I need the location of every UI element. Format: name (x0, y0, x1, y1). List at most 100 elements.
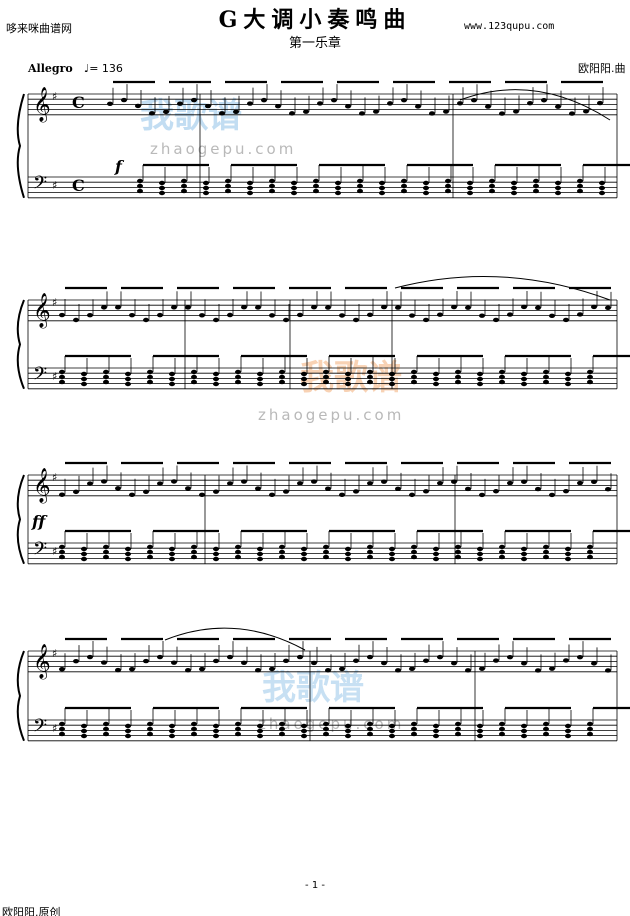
melody-note (409, 492, 415, 498)
chord-note (455, 554, 461, 560)
chord-note (345, 371, 351, 377)
chord-note (411, 731, 417, 737)
chord-note (103, 721, 109, 727)
chord-note (521, 556, 527, 562)
melody-note (521, 304, 527, 310)
treble-clef: 𝄞 (33, 293, 51, 329)
chord-note (477, 728, 483, 734)
chord-note (235, 731, 241, 737)
chord-note (323, 549, 329, 555)
chord-note (433, 723, 439, 729)
chord-note (555, 180, 561, 186)
chord-note (81, 551, 87, 557)
melody-note (331, 97, 337, 103)
chord-note (389, 546, 395, 552)
melody-note (115, 486, 121, 491)
chord-note (345, 556, 351, 562)
melody-note (121, 97, 127, 103)
melody-note (227, 481, 233, 486)
melody-note (283, 489, 289, 494)
chord-note (213, 381, 219, 387)
melody-note (297, 654, 303, 660)
chord-note (301, 546, 307, 552)
melody-note (591, 304, 597, 310)
melody-note (507, 654, 513, 660)
chord-note (499, 554, 505, 560)
melody-note (107, 101, 113, 106)
melody-note (73, 658, 79, 664)
melody-note (437, 312, 443, 317)
melody-note (549, 492, 555, 498)
chord-note (59, 721, 65, 727)
chord-note (203, 190, 209, 196)
chord-note (335, 185, 341, 191)
chord-note (279, 544, 285, 550)
melody-note (311, 304, 317, 310)
melody-note (569, 111, 575, 116)
chord-note (455, 379, 461, 385)
chord-note (59, 374, 65, 380)
melody-note (521, 479, 527, 484)
chord-note (247, 180, 253, 186)
melody-note (577, 480, 583, 486)
chord-note (159, 185, 165, 191)
chord-note (477, 376, 483, 382)
chord-note (401, 183, 407, 189)
melody-note (493, 489, 499, 494)
chord-note (225, 178, 231, 184)
chord-note (125, 371, 131, 377)
chord-note (103, 726, 109, 732)
chord-note (411, 379, 417, 385)
chord-note (543, 726, 549, 732)
chord-note (147, 549, 153, 555)
chord-note (357, 178, 363, 184)
chord-note (181, 188, 187, 194)
melody-note (129, 312, 135, 318)
melody-note (381, 479, 387, 484)
chord-note (213, 371, 219, 377)
key-signature-sharp: ♯ (52, 370, 57, 383)
chord-note (345, 551, 351, 557)
chord-note (433, 551, 439, 557)
melody-note (59, 667, 65, 672)
chord-note (389, 723, 395, 729)
melody-note (527, 100, 533, 106)
melody-note (555, 104, 561, 109)
movement-subtitle: 第一乐章 (288, 36, 341, 51)
chord-note (389, 551, 395, 557)
chord-note (411, 369, 417, 375)
chord-note (169, 381, 175, 387)
chord-note (235, 726, 241, 732)
chord-note (599, 190, 605, 196)
chord-note (81, 728, 87, 734)
key-signature-sharp: ♯ (52, 647, 57, 660)
chord-note (467, 185, 473, 191)
chord-note (59, 544, 65, 550)
chord-note (587, 544, 593, 550)
chord-note (257, 551, 263, 557)
chord-note (455, 544, 461, 550)
chord-note (521, 381, 527, 387)
chord-note (499, 374, 505, 380)
chord-note (213, 546, 219, 552)
chord-note (543, 549, 549, 555)
chord-note (565, 733, 571, 739)
melody-note (255, 305, 261, 310)
chord-note (367, 721, 373, 727)
chord-note (125, 733, 131, 739)
melody-note (157, 312, 163, 318)
chord-note (169, 371, 175, 377)
melody-note (535, 486, 541, 492)
treble-clef: 𝄞 (33, 468, 51, 504)
melody-note (199, 313, 205, 318)
melody-note (605, 305, 611, 311)
brace (16, 299, 25, 390)
treble-clef: 𝄞 (33, 644, 51, 680)
melody-note (549, 666, 555, 671)
chord-note (521, 546, 527, 552)
melody-note (451, 304, 457, 310)
melody-note (199, 666, 205, 672)
chord-note (301, 728, 307, 734)
chord-note (169, 556, 175, 562)
chord-note (59, 731, 65, 737)
